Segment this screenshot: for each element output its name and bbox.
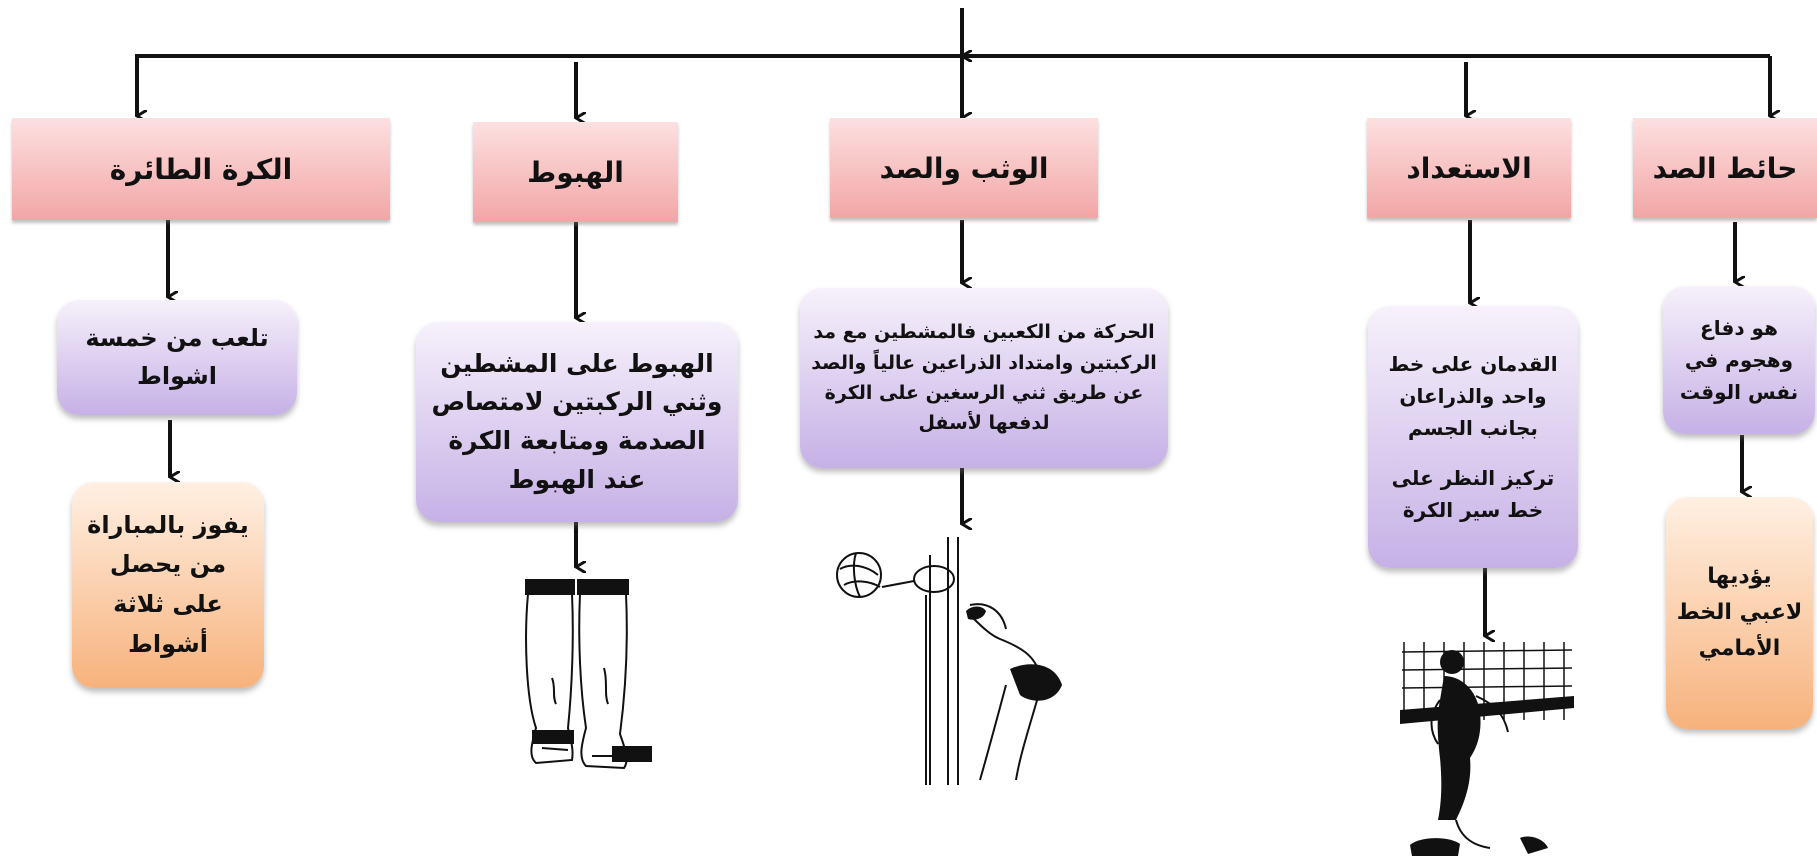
header-volleyball: الكرة الطائرة — [12, 118, 390, 220]
box-readiness-desc: القدمان على خط واحد والذراعان بجانب الجس… — [1368, 306, 1578, 568]
block-at-net-illustration — [836, 537, 1062, 785]
readiness-text-2: تركيز النظر على خط سير الكرة — [1391, 466, 1555, 522]
box-five-sets: تلعب من خمسة اشواط — [57, 300, 297, 415]
box-defense-attack: هو دفاع وهجوم في نفس الوقت — [1663, 286, 1815, 434]
box-jump-desc: الحركة من الكعبين فالمشطين مع مد الركبتي… — [800, 288, 1168, 468]
legs-landing-illustration — [525, 579, 652, 770]
box-match-winner: يفوز بالمباراة من يحصل على ثلاثة أشواط — [72, 482, 264, 688]
readiness-text-1: القدمان على خط واحد والذراعان بجانب الجس… — [1388, 352, 1558, 440]
header-landing: الهبوط — [473, 122, 678, 222]
ready-stance-illustration — [1400, 642, 1574, 856]
header-jump-block: الوثب والصد — [830, 118, 1098, 218]
header-readiness: الاستعداد — [1367, 118, 1571, 218]
box-landing-desc: الهبوط على المشطين وثني الركبتين لامتصاص… — [416, 322, 738, 522]
box-front-row: يؤديها لاعبي الخط الأمامي — [1666, 497, 1813, 729]
header-block-wall: حائط الصد — [1633, 118, 1817, 218]
